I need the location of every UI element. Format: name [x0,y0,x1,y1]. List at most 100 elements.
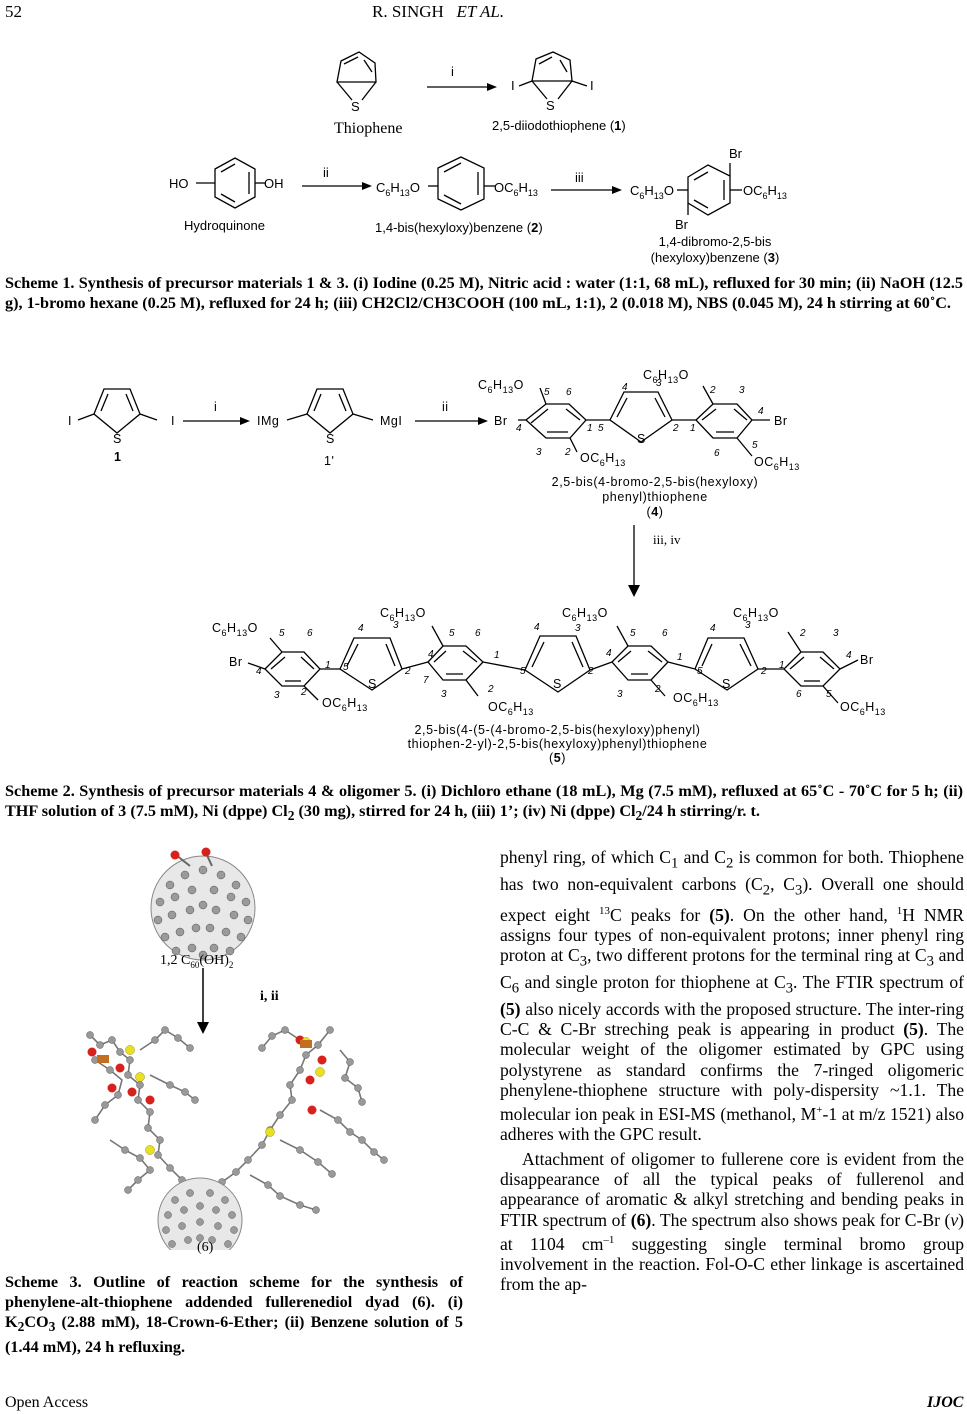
fullerenol-label-sub: 60 [190,959,200,970]
p1-h: H NMR assigns four types of non-equivale… [500,904,964,966]
svg-text:C6H13O: C6H13O [643,368,689,385]
svg-text:4: 4 [534,622,540,633]
diiodothiophene-label: 2,5-diiodothiophene (1) [492,118,626,133]
svg-text:C6H13O: C6H13O [212,621,258,638]
scheme-2-figure: I I S 1 i IMg MgI S 1' ii C6H13O Br S OC… [68,368,885,717]
scheme-3-caption-sub-1: 2 [17,1319,25,1335]
running-title: R. SINGH ET AL. [372,2,504,22]
compound-4-number: 4 [651,505,659,519]
svg-text:5: 5 [630,628,636,639]
svg-text:C6H13O: C6H13O [733,606,779,623]
running-title-author: R. SINGH [372,2,444,21]
svg-text:3: 3 [745,620,751,631]
bis-hexyloxy-benzene-label: 1,4-bis(hexyloxy)benzene (2) [375,220,543,235]
svg-text:4: 4 [710,623,716,634]
svg-text:2: 2 [564,447,571,458]
p1-bold1: (5) [709,904,730,925]
svg-text:3: 3 [393,620,399,631]
footer-journal: IJOC [927,1394,964,1411]
svg-text:2: 2 [587,666,594,677]
svg-text:6: 6 [796,689,802,700]
compound-5-name-line-2: thiophen-2-yl)-2,5-bis(hexyloxy)phenyl)t… [407,737,708,751]
svg-text:S: S [351,99,360,114]
svg-text:C6H13O: C6H13O [562,606,608,623]
scheme-2-caption-part-2: (30 mg), stirred for 24 h, (iii) 1’; (iv… [294,801,636,820]
p2-c: ) at 1104 cm [500,1209,965,1254]
svg-text:5: 5 [449,628,455,639]
p1-i: , two different protons for the terminal… [587,945,927,966]
svg-text:4: 4 [516,423,522,434]
scheme-3-caption-part-2: CO [24,1313,49,1331]
svg-text:OC6H13: OC6H13 [322,696,368,713]
svg-text:OC6H13: OC6H13 [488,700,534,717]
svg-text:S: S [722,677,731,691]
dibromo-label: 1,4-dibromo-2,5-bis(hexyloxy)benzene (3) [650,234,780,265]
scheme-2-caption-sub-2: 2 [635,807,643,823]
scheme-3-caption-part-3: (2.88 mM), 18-Crown-6-Ether; (ii) Benzen… [5,1313,463,1357]
svg-text:I: I [68,414,72,428]
svg-text:1: 1 [114,450,121,464]
p1-bold3: (5) [903,1019,924,1039]
svg-text:S: S [637,432,646,446]
fullerenol-label: 1,2 C60(OH)2 [160,953,233,970]
svg-text:iii, iv: iii, iv [653,532,681,547]
svg-text:Br: Br [774,414,788,428]
p1-sup1: 13 [599,904,611,917]
svg-text:C6H13O: C6H13O [376,180,420,198]
svg-text:7: 7 [423,675,429,686]
svg-text:ii: ii [442,400,449,414]
product-dyad-molecule-icon [86,1026,388,1250]
svg-text:3: 3 [739,385,745,396]
svg-text:2: 2 [487,684,494,695]
p1-s7: 6 [511,980,520,997]
svg-text:6: 6 [475,628,481,639]
scheme-3-step: i, ii [260,989,279,1004]
svg-text:5: 5 [343,662,349,673]
svg-text:C6H13O: C6H13O [478,378,524,395]
svg-text:ii: ii [323,165,329,180]
p2-nu: ν [950,1209,959,1230]
svg-text:2: 2 [799,628,806,639]
svg-text:OC6H13: OC6H13 [494,180,538,198]
compound-5-name: 2,5-bis(4-(5-(4-bromo-2,5-bis(hexyloxy)p… [407,723,708,765]
svg-text:3: 3 [575,623,581,634]
svg-text:1: 1 [494,650,500,661]
p1-b: and C [678,847,726,867]
p1-s2: 2 [725,855,734,872]
svg-text:3: 3 [441,689,447,700]
svg-text:5: 5 [544,387,550,398]
p1-j: and C [500,945,964,992]
svg-text:OC6H13: OC6H13 [743,183,787,201]
svg-text:5: 5 [752,440,758,451]
svg-text:S: S [368,677,377,691]
svg-text:I: I [511,78,515,93]
page-number: 52 [5,2,22,21]
svg-text:S: S [553,677,562,691]
fullerenol-ball-icon [150,847,256,961]
svg-text:5: 5 [520,666,526,677]
fullerenol-label-prefix: 1,2 C [160,953,191,968]
svg-text:I: I [171,414,175,428]
svg-text:5: 5 [697,666,703,677]
p1-d: , C [770,873,795,894]
scheme-3-caption: Scheme 3. Outline of reaction scheme for… [5,1272,463,1357]
body-text-column: phenyl ring, of which C1 and C2 is commo… [500,847,964,1295]
svg-text:I: I [590,78,594,93]
p2-bold: (6) [630,1209,652,1230]
p1-sup3: + [816,1104,823,1117]
p1-s8: 3 [785,980,794,997]
svg-text:i: i [214,400,217,414]
p1-s1: 1 [671,855,679,872]
scheme-2-caption-sub-1: 2 [287,807,295,823]
running-title-et-al: ET AL. [456,2,505,21]
compound-4-name: 2,5-bis(4-bromo-2,5-bis(hexyloxy)phenyl)… [551,475,759,519]
svg-text:4: 4 [358,623,364,634]
svg-text:2: 2 [404,666,411,677]
svg-text:Br: Br [494,414,508,428]
p1-n: . The molecular weight of the oligomer e… [500,1019,964,1125]
dibromo-name-line-1: 1,4-dibromo-2,5-bis [658,234,772,249]
compound-5-name-line-1: 2,5-bis(4-(5-(4-bromo-2,5-bis(hexyloxy)p… [414,723,701,737]
p1-f: C peaks for [610,904,710,925]
p1-c: is common for both. Thiophene has two no… [500,847,964,894]
svg-text:2: 2 [654,684,661,695]
